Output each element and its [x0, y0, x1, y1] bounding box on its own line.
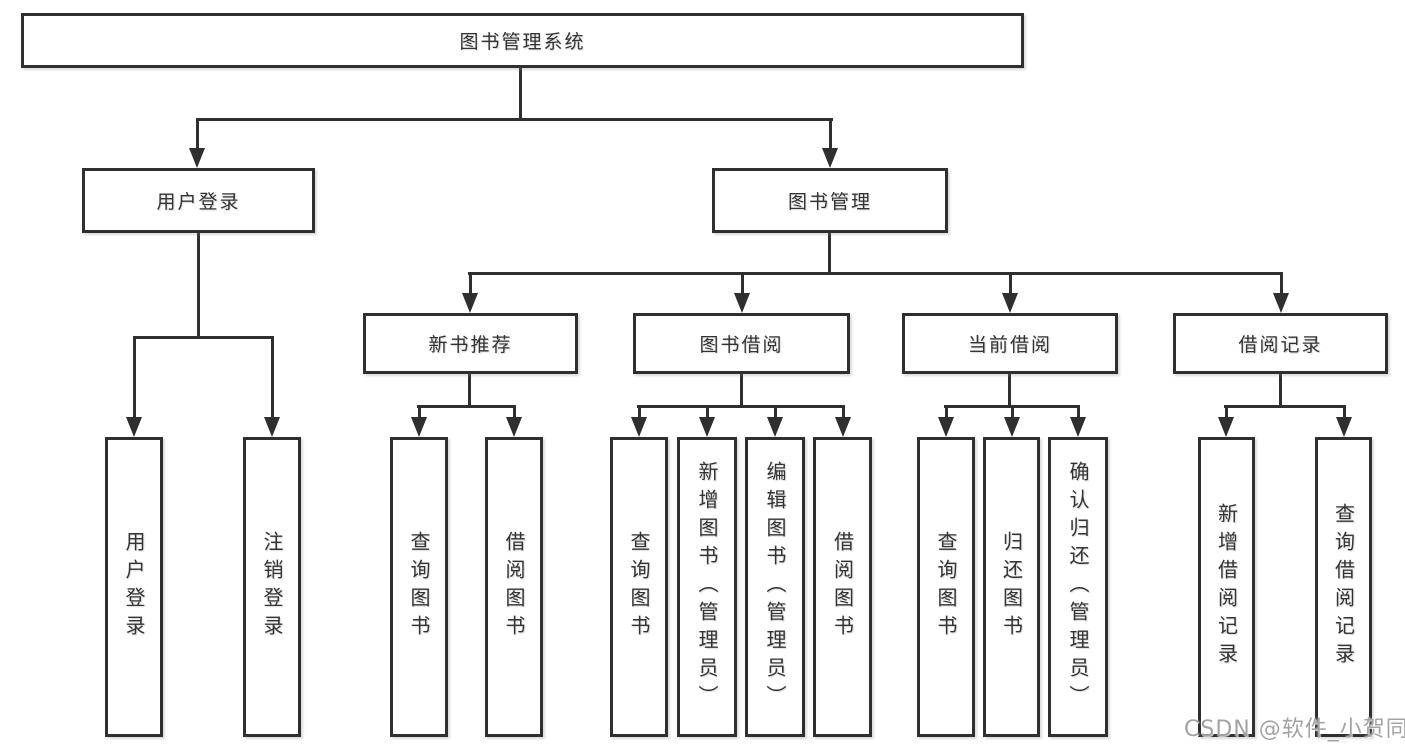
node-user-login: 用户登录: [82, 168, 315, 233]
arrow-to-leaf-user-login: [126, 336, 142, 437]
connector-book-borrowing-stem: [740, 374, 743, 407]
connector-user-login-stem: [197, 233, 200, 339]
leaf-borrow-borrow-books: 借阅图书: [813, 437, 872, 737]
connector-borrowing-records-stem: [1279, 374, 1282, 407]
leaf-records-add-borrow-record: 新增借阅记录: [1198, 437, 1255, 737]
arrow-to-new-book-recommendation: [462, 272, 478, 313]
connector-book-management-stem: [828, 233, 831, 275]
connector-new-book-bar: [417, 405, 515, 408]
leaf-logout: 注销登录: [243, 437, 301, 737]
leaf-current-confirm-return-admin: 确认归还（管理员）: [1048, 437, 1108, 737]
arrow-to-borrow-edit: [767, 405, 783, 437]
connector-user-login-bar: [133, 336, 274, 339]
arrow-to-book-management: [822, 118, 838, 168]
leaf-newbook-borrow-books-label: 借阅图书: [502, 531, 526, 643]
arrow-to-newbook-borrow: [506, 405, 522, 437]
leaf-current-query-books: 查询图书: [917, 437, 975, 737]
leaf-newbook-borrow-books: 借阅图书: [485, 437, 543, 737]
arrow-to-borrow-query: [631, 405, 647, 437]
leaf-logout-label: 注销登录: [260, 531, 284, 643]
leaf-borrow-add-books-admin: 新增图书（管理员）: [677, 437, 737, 737]
connector-book-management-bar: [468, 272, 1282, 275]
arrow-to-current-borrowing: [1002, 272, 1018, 313]
arrow-to-borrow-borrow: [835, 405, 851, 437]
leaf-user-login-label: 用户登录: [122, 531, 146, 643]
arrow-to-current-return: [1004, 405, 1020, 437]
connector-root-bar: [196, 118, 833, 121]
arrow-to-newbook-query: [411, 405, 427, 437]
arrow-to-current-confirm: [1070, 405, 1086, 437]
leaf-borrow-borrow-books-label: 借阅图书: [830, 531, 855, 643]
node-library-management-system: 图书管理系统: [21, 13, 1024, 68]
connector-new-book-stem: [468, 374, 471, 407]
connector-root-stem: [519, 68, 522, 121]
leaf-borrow-edit-books-admin-label: 编辑图书（管理员）: [763, 461, 787, 713]
arrow-to-current-query: [938, 405, 954, 437]
leaf-newbook-query-books: 查询图书: [390, 437, 448, 737]
connector-borrowing-records-bar: [1224, 405, 1346, 408]
leaf-borrow-add-books-admin-label: 新增图书（管理员）: [695, 461, 719, 713]
node-book-management: 图书管理: [712, 168, 948, 233]
node-current-borrowing: 当前借阅: [902, 313, 1118, 374]
arrow-to-records-query: [1336, 405, 1352, 437]
leaf-borrow-edit-books-admin: 编辑图书（管理员）: [745, 437, 805, 737]
leaf-current-confirm-return-admin-label: 确认归还（管理员）: [1066, 461, 1090, 713]
node-new-book-recommendation: 新书推荐: [363, 313, 578, 374]
connector-current-borrowing-stem: [1008, 374, 1011, 407]
leaf-current-return-books: 归还图书: [983, 437, 1040, 737]
leaf-user-login: 用户登录: [105, 437, 163, 737]
arrow-to-book-borrowing: [734, 272, 750, 313]
node-book-borrowing: 图书借阅: [633, 313, 850, 374]
connector-book-borrowing-bar: [637, 405, 845, 408]
arrow-to-user-login: [189, 118, 205, 168]
leaf-current-return-books-label: 归还图书: [999, 531, 1024, 643]
leaf-records-query-borrow-record-label: 查询借阅记录: [1331, 503, 1356, 671]
leaf-records-add-borrow-record-label: 新增借阅记录: [1214, 503, 1239, 671]
leaf-newbook-query-books-label: 查询图书: [407, 531, 431, 643]
leaf-borrow-query-books-label: 查询图书: [627, 531, 651, 643]
arrow-to-borrow-add: [699, 405, 715, 437]
watermark: CSDN @软件_小贺同学: [1184, 717, 1405, 742]
leaf-borrow-query-books: 查询图书: [610, 437, 668, 737]
leaf-records-query-borrow-record: 查询借阅记录: [1315, 437, 1372, 737]
leaf-current-query-books-label: 查询图书: [934, 531, 958, 643]
arrow-to-borrowing-records: [1273, 272, 1289, 313]
arrow-to-records-add: [1218, 405, 1234, 437]
node-borrowing-records: 借阅记录: [1173, 313, 1388, 374]
arrow-to-leaf-logout: [264, 336, 280, 437]
